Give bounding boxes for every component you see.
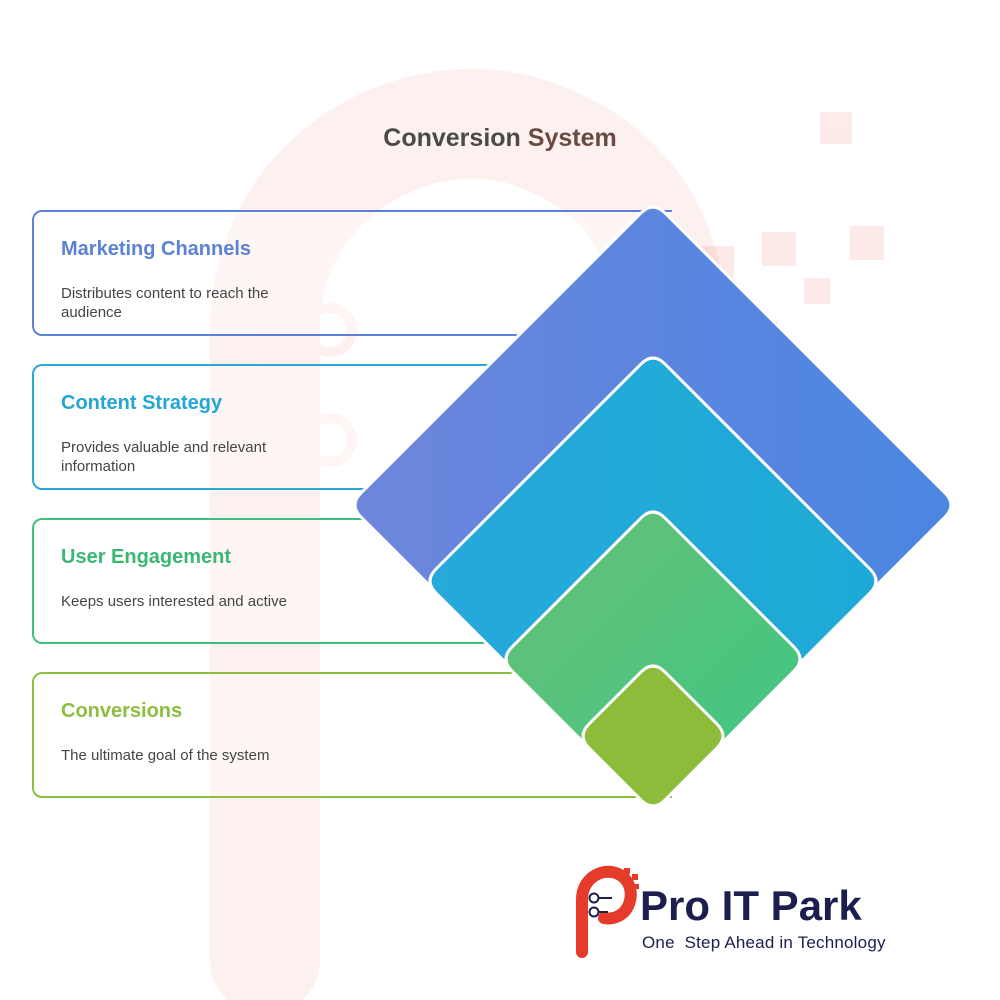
- layer-description: The ultimate goal of the system: [61, 747, 270, 764]
- diamond-conversions: [581, 664, 725, 808]
- diagram-title: Conversion System: [0, 124, 1000, 153]
- brand-logo: Pro IT Park One Step Ahead in Technology: [568, 858, 938, 958]
- layer-description: Provides valuable and relevant informati…: [61, 439, 267, 475]
- layer-heading: Content Strategy: [61, 392, 223, 414]
- layer-heading: Conversions: [61, 700, 183, 722]
- layer-heading: User Engagement: [61, 546, 232, 568]
- logo-tagline: One Step Ahead in Technology: [642, 933, 886, 952]
- layer-description: Distributes content to reach the audienc…: [61, 285, 269, 321]
- title-part-2: System: [527, 124, 617, 152]
- logo-name: Pro IT Park: [640, 882, 862, 929]
- layer-description: Keeps users interested and active: [61, 593, 287, 610]
- layer-heading: Marketing Channels: [61, 238, 252, 260]
- logo-p-icon: [576, 865, 639, 958]
- title-part-1: Conversion: [383, 124, 528, 152]
